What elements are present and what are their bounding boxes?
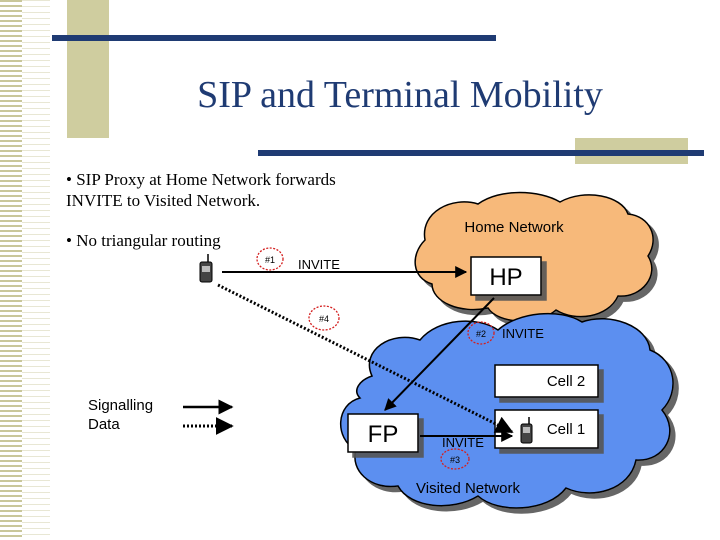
step-3-label: #3 (450, 455, 460, 465)
foreign-proxy-box (347, 413, 419, 453)
step-4-circle (308, 305, 340, 331)
top-rule (52, 35, 496, 41)
mid-rule (258, 150, 704, 156)
step-2-label: #2 (476, 329, 486, 339)
home-network-label: Home Network (464, 219, 564, 236)
bullet-no-triangular: • No triangular routing (66, 231, 221, 250)
slide-title: SIP and Terminal Mobility (197, 74, 603, 116)
foreign-proxy-label: FP (368, 421, 399, 448)
invite-label-2: INVITE (502, 326, 544, 341)
mobile-terminal-home-icon (199, 254, 213, 283)
legend-data-label: Data (88, 416, 120, 433)
invite-label-3: INVITE (442, 435, 484, 450)
cell-2-box (494, 364, 599, 398)
step-1-circle (256, 247, 284, 271)
data-path-arrow (217, 283, 514, 434)
cell-2-label: Cell 2 (547, 373, 585, 390)
home-proxy-label: HP (489, 264, 522, 291)
left-stripe-decoration (0, 0, 22, 540)
legend-signalling-label: Signalling (88, 397, 153, 414)
visited-network-label: Visited Network (416, 480, 520, 497)
invite-arrow-2 (384, 297, 495, 411)
bullet-forwarding: • SIP Proxy at Home Network forwards INV… (66, 170, 336, 210)
invite-label-1: INVITE (298, 257, 340, 272)
left-stripe-decoration-light (22, 0, 50, 540)
title-accent-block (67, 0, 109, 138)
mobile-terminal-cell1-icon (520, 417, 533, 444)
step-3-circle (440, 448, 470, 470)
step-1-label: #1 (265, 255, 275, 265)
home-proxy-box (470, 256, 542, 296)
cell-1-label: Cell 1 (547, 421, 585, 438)
step-2-circle (467, 321, 495, 345)
step-4-label: #4 (319, 314, 329, 324)
